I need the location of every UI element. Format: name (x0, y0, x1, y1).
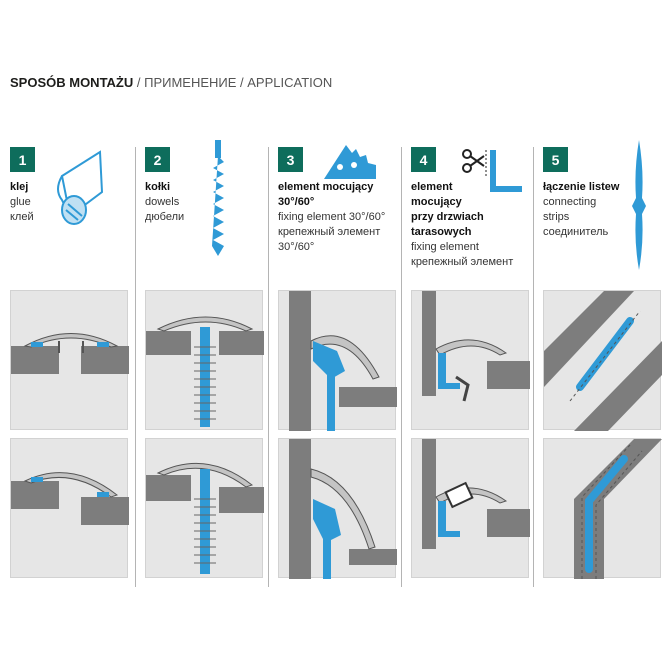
panel-step-2-top (145, 290, 264, 430)
title-translations: / ПРИМЕНЕНИЕ / APPLICATION (133, 75, 333, 90)
step-description: kołki dowels дюбели (145, 181, 185, 223)
step-description: klej glue клей (10, 181, 34, 223)
step-3: 3 element mocujący 30°/60° fixing elemen… (278, 147, 405, 267)
step-number-badge: 5 (543, 147, 568, 172)
panel-step-1-bottom (10, 438, 129, 578)
step-description: element mocujący 30°/60° fixing element … (278, 181, 386, 253)
door-fixing-element-icon (486, 150, 526, 200)
step-2: 2 kołki dowels дюбели (145, 147, 272, 267)
panel-step-4-bottom (411, 438, 530, 578)
panel-step-5-top (543, 290, 662, 431)
panel-step-5-bottom (543, 438, 662, 579)
column-divider (533, 147, 534, 587)
panel-step-2-bottom (145, 438, 264, 578)
scissors-icon (462, 148, 488, 178)
step-number-badge: 2 (145, 147, 170, 172)
dowel-icon (210, 140, 226, 260)
column-divider (401, 147, 402, 587)
step-description: łączenie listew connecting strips соедин… (543, 181, 620, 238)
panel-step-1-top (10, 290, 129, 430)
step-1: 1 klej glue клей (10, 147, 137, 267)
step-4: 4 element mocujący przy drzwiach tarasow… (411, 147, 538, 268)
step-number-badge: 1 (10, 147, 35, 172)
step-5: 5 łączenie listew connecting strips соед… (543, 147, 665, 267)
panel-step-3-top (278, 290, 397, 431)
step-number-badge: 4 (411, 147, 436, 172)
column-divider (135, 147, 136, 587)
column-divider (268, 147, 269, 587)
page-title: SPOSÓB MONTAŻU / ПРИМЕНЕНИЕ / APPLICATIO… (10, 75, 332, 90)
step-description: element mocujący przy drzwiach tarasowyc… (411, 181, 514, 268)
connector-icon (630, 140, 648, 272)
panel-step-4-top (411, 290, 530, 430)
panel-step-3-bottom (278, 438, 397, 579)
title-polish: SPOSÓB MONTAŻU (10, 75, 134, 90)
fixing-element-icon (320, 143, 380, 183)
glue-tape-icon (52, 148, 112, 233)
step-number-badge: 3 (278, 147, 303, 172)
